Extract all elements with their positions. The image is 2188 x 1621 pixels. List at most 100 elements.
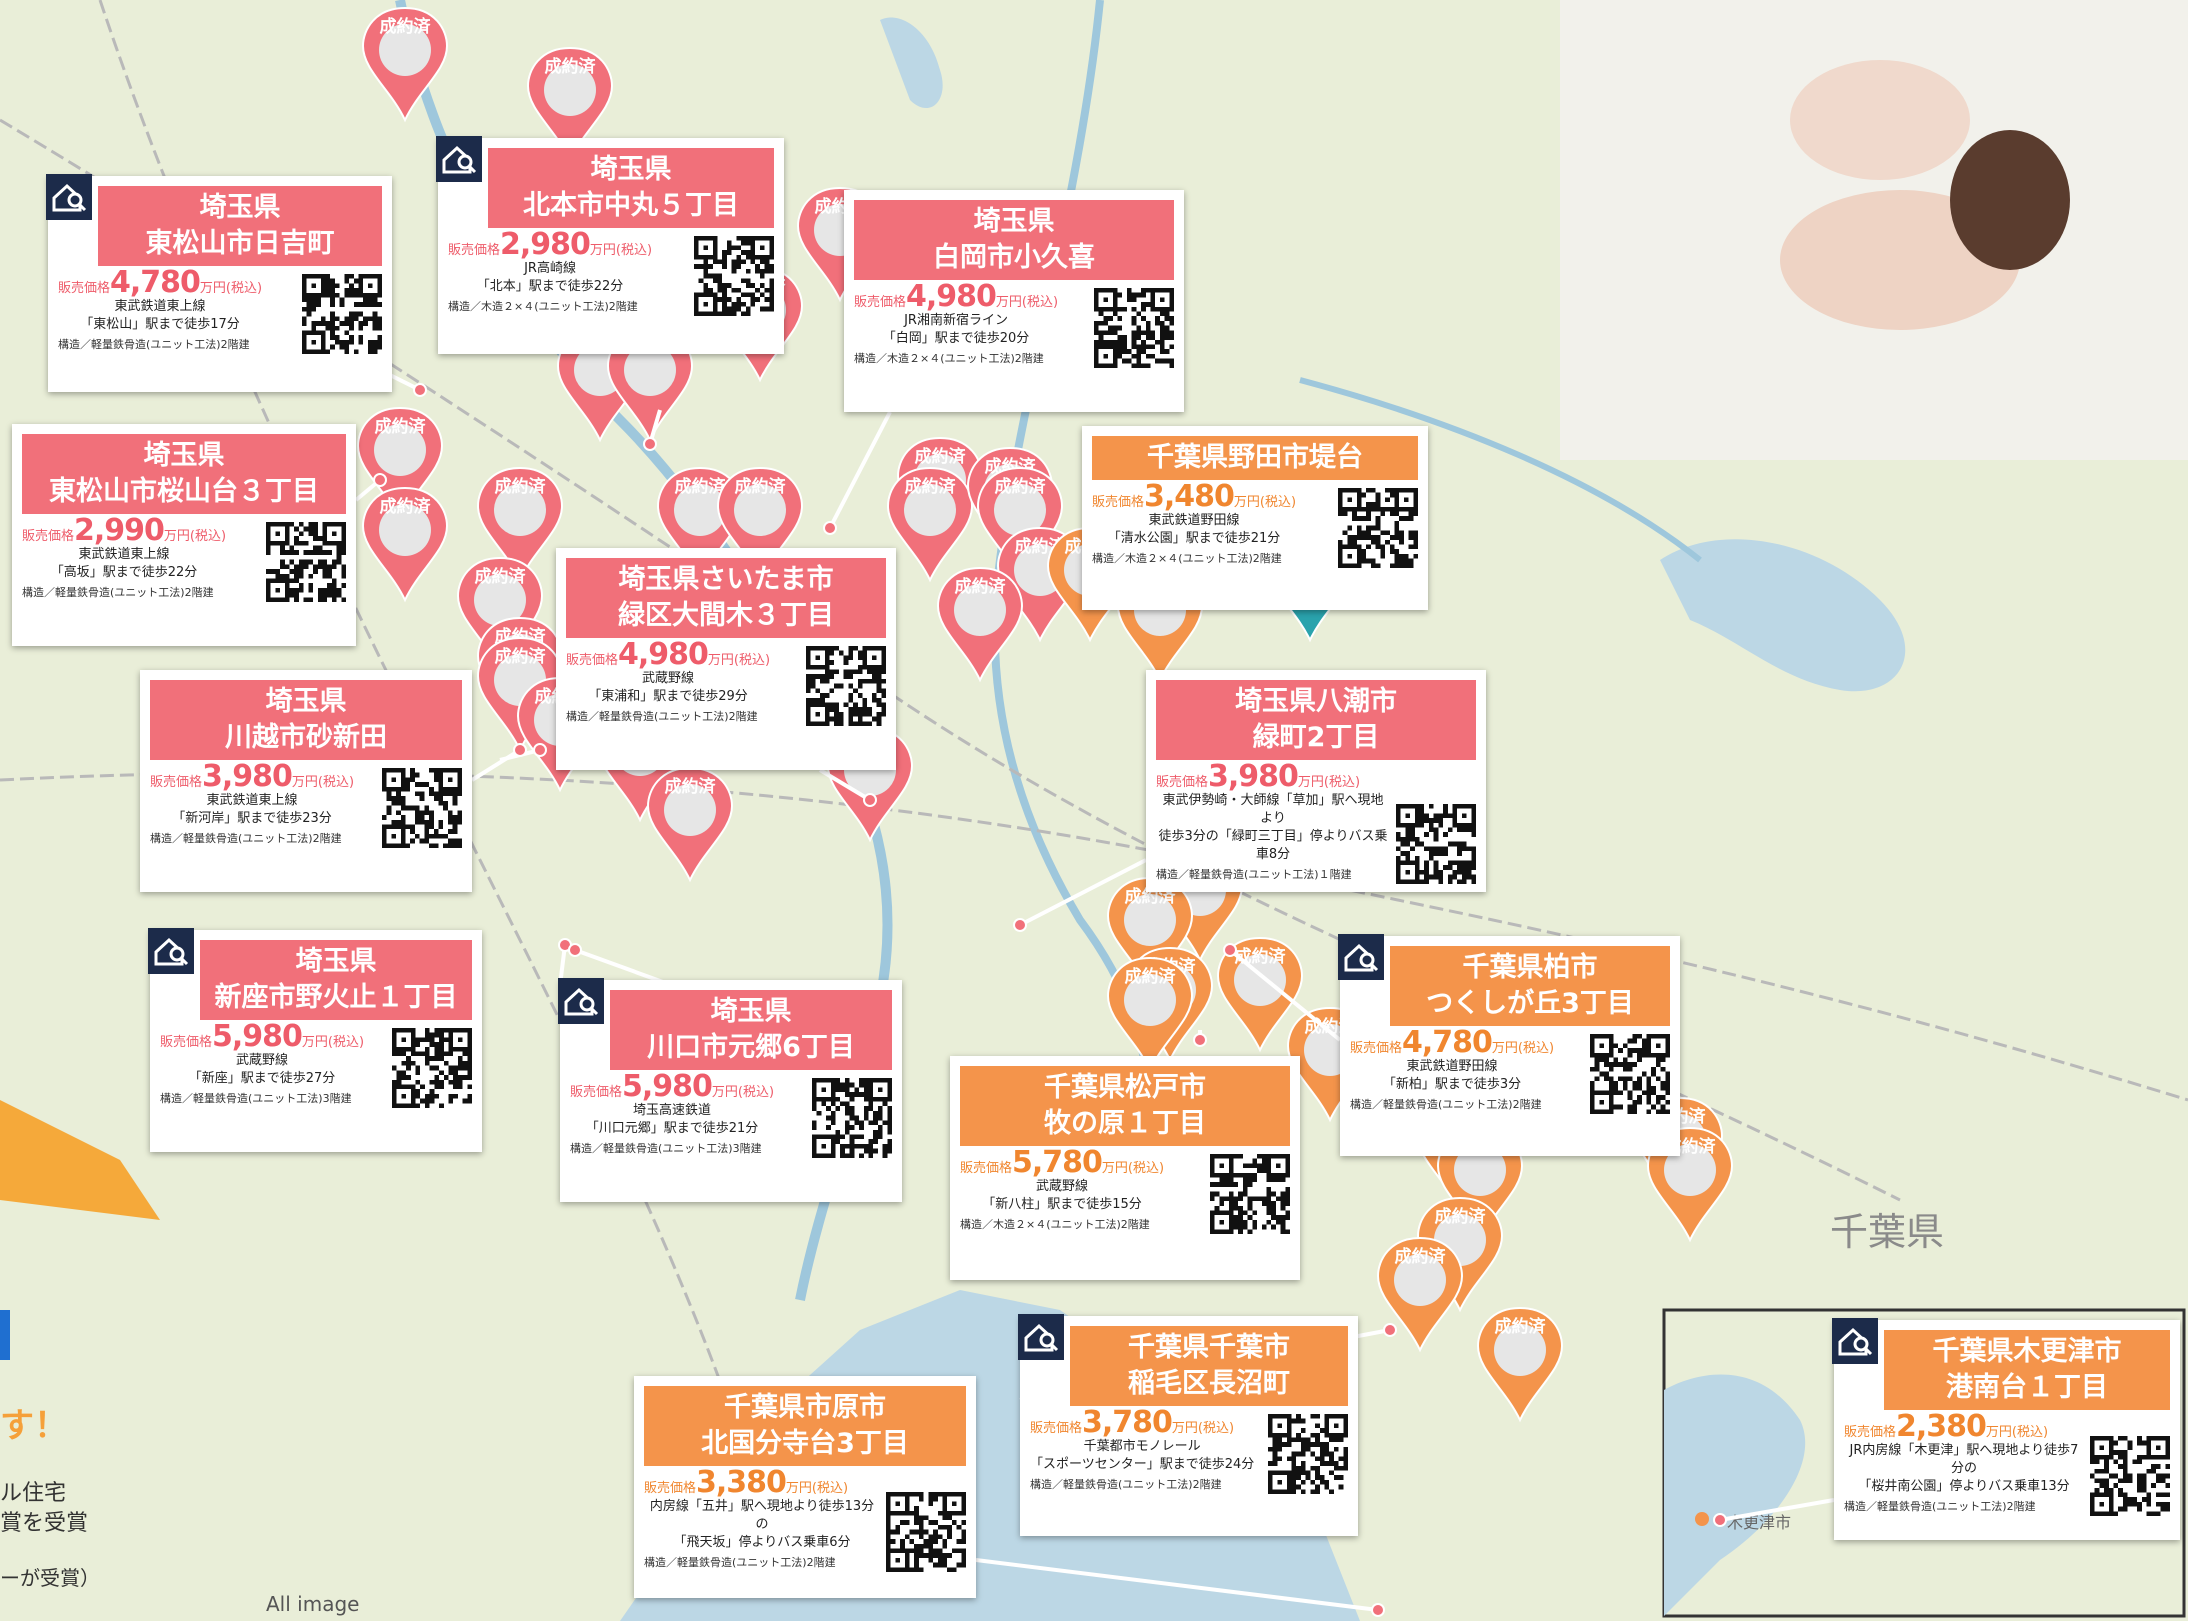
property-structure: 構造／木造２×４(ユニット工法)2階建 — [448, 300, 638, 313]
property-card-chiba-naganuma[interactable]: 千葉県千葉市 稲毛区長沼町 販売価格3,780万円(税込) 千葉都市モノレール … — [1018, 1314, 1358, 1536]
property-card-kisarazu-konandai[interactable]: 千葉県木更津市 港南台１丁目 販売価格2,380万円(税込) JR内房線「木更津… — [1832, 1318, 2180, 1540]
property-card-kashiwa-tsukushigaoka[interactable]: 千葉県柏市 つくしが丘3丁目 販売価格4,780万円(税込) 東武鉄道野田線 「… — [1338, 934, 1680, 1156]
leader-line — [975, 1558, 1379, 1612]
sold-pin-label: 成約済 — [375, 416, 427, 437]
property-access: 武蔵野線 「新座」駅まで徒歩27分 — [188, 1053, 336, 1086]
sold-pin-marker[interactable]: 成約済 — [936, 566, 1024, 683]
property-title: 千葉県柏市 つくしが丘3丁目 — [1390, 946, 1670, 1026]
river — [1299, 377, 1702, 563]
property-card-saitama-omagi[interactable]: 埼玉県さいたま市 緑区大間木３丁目 販売価格4,980万円(税込) 武蔵野線 「… — [556, 548, 896, 770]
location-dot — [1713, 1513, 1727, 1527]
property-price: 販売価格4,780万円(税込) — [58, 265, 263, 300]
property-price: 販売価格2,380万円(税込) — [1844, 1409, 2049, 1444]
house-search-icon — [1832, 1318, 1878, 1364]
house-search-icon — [46, 174, 92, 220]
property-card-noda-tsutsumidai[interactable]: 千葉県野田市堤台 販売価格3,480万円(税込) 東武鉄道野田線 「清水公園」駅… — [1082, 426, 1428, 610]
qr-code — [392, 1028, 472, 1108]
property-card-kawagoe-sunashinden[interactable]: 埼玉県 川越市砂新田 販売価格3,980万円(税込) 東武鉄道東上線 「新河岸」… — [140, 670, 472, 892]
property-card-ichihara-kitakokubunjidai[interactable]: 千葉県市原市 北国分寺台3丁目 販売価格3,380万円(税込) 内房線「五井」駅… — [634, 1376, 976, 1598]
property-access: 東武鉄道野田線 「新柏」駅まで徒歩3分 — [1382, 1059, 1522, 1092]
property-card-kawaguchi-motogo[interactable]: 埼玉県 川口市元郷6丁目 販売価格5,980万円(税込) 埼玉高速鉄道 「川口元… — [558, 978, 902, 1202]
property-title: 千葉県野田市堤台 — [1092, 436, 1418, 480]
property-card-matsudo-makinohara[interactable]: 千葉県松戸市 牧の原１丁目 販売価格5,780万円(税込) 武蔵野線 「新八柱」… — [950, 1056, 1300, 1280]
property-price: 販売価格2,990万円(税込) — [22, 513, 227, 548]
sold-pin-label: 成約済 — [1235, 946, 1287, 967]
property-price: 販売価格3,480万円(税込) — [1092, 479, 1297, 514]
qr-code — [1396, 804, 1476, 884]
sold-pin-marker[interactable]: 成約済 — [361, 6, 449, 123]
property-price: 販売価格3,380万円(税込) — [644, 1465, 849, 1500]
sold-pin-marker[interactable]: 成約済 — [356, 406, 444, 523]
qr-code — [1338, 488, 1418, 568]
qr-code — [302, 274, 382, 354]
property-structure: 構造／軽量鉄骨造(ユニット工法)2階建 — [58, 338, 250, 351]
prefecture-label: 千葉県 — [1830, 1210, 1944, 1254]
property-card-higashimatsuyama-hiyoshi[interactable]: 埼玉県 東松山市日吉町 販売価格4,780万円(税込) 東武鉄道東上線 「東松山… — [46, 174, 392, 392]
qr-code — [1210, 1154, 1290, 1234]
property-structure: 構造／軽量鉄骨造(ユニット工法)2階建 — [566, 710, 758, 723]
house-search-icon — [148, 928, 194, 974]
location-dot — [823, 521, 837, 535]
qr-code — [1590, 1034, 1670, 1114]
property-access: 武蔵野線 「東浦和」駅まで徒歩29分 — [588, 671, 748, 704]
qr-code — [266, 522, 346, 602]
property-structure: 構造／軽量鉄骨造(ユニット工法)2階建 — [1844, 1500, 2036, 1513]
sold-pin-marker[interactable]: 成約済 — [886, 466, 974, 583]
qr-code — [694, 236, 774, 316]
house-search-icon — [558, 978, 604, 1024]
sold-pin-marker[interactable]: 成約済 — [456, 556, 544, 673]
sold-pin-marker[interactable]: 成約済 — [476, 466, 564, 583]
house-search-icon — [1018, 1314, 1064, 1360]
blue-tab — [0, 1310, 10, 1360]
leader-line — [818, 768, 872, 802]
location-dot — [373, 473, 387, 487]
sold-pin-label: 成約済 — [380, 16, 432, 37]
location-dot — [1223, 943, 1237, 957]
leader-line — [828, 411, 892, 529]
sold-pin-marker[interactable]: 成約済 — [1646, 1126, 1734, 1243]
sold-pin-marker[interactable]: 成約済 — [1216, 936, 1304, 1053]
sold-pin-marker[interactable]: 成約済 — [361, 486, 449, 603]
property-card-yashio-midoricho[interactable]: 埼玉県八潮市 緑町2丁目 販売価格3,980万円(税込) 東武伊勢崎・大師線「草… — [1146, 670, 1486, 892]
property-title: 埼玉県さいたま市 緑区大間木３丁目 — [566, 558, 886, 638]
sold-pin-label: 成約済 — [1395, 1246, 1447, 1267]
location-dot — [533, 743, 547, 757]
location-dot — [863, 793, 877, 807]
property-price: 販売価格5,780万円(税込) — [960, 1145, 1165, 1180]
property-title: 千葉県松戸市 牧の原１丁目 — [960, 1066, 1290, 1146]
sold-pin-marker[interactable]: 成約済 — [646, 766, 734, 883]
qr-code — [1094, 288, 1174, 368]
sold-pin-label: 成約済 — [915, 446, 967, 467]
property-card-kitamoto-nakamaru[interactable]: 埼玉県 北本市中丸５丁目 販売価格2,980万円(税込) JR高崎線 「北本」駅… — [436, 136, 784, 354]
property-title: 埼玉県 川口市元郷6丁目 — [610, 990, 892, 1070]
sold-pin-marker[interactable]: 成約済 — [1476, 1306, 1564, 1423]
sold-pin-label: 成約済 — [495, 476, 547, 497]
location-dot — [413, 383, 427, 397]
property-structure: 構造／軽量鉄骨造(ユニット工法)3階建 — [570, 1142, 762, 1155]
sold-pin-marker[interactable]: 成約済 — [1106, 876, 1194, 993]
property-card-niiza-nobidome[interactable]: 埼玉県 新座市野火止１丁目 販売価格5,980万円(税込) 武蔵野線 「新座」駅… — [148, 928, 482, 1152]
sold-pin-marker[interactable]: 成約済 — [1376, 1236, 1464, 1353]
sold-pin-marker[interactable]: 成約済 — [1106, 956, 1194, 1073]
property-structure: 構造／木造２×４(ユニット工法)2階建 — [1092, 552, 1282, 565]
sold-pin-label: 成約済 — [665, 776, 717, 797]
property-price: 販売価格4,780万円(税込) — [1350, 1025, 1555, 1060]
property-price: 販売価格3,780万円(税込) — [1030, 1405, 1235, 1440]
property-structure: 構造／軽量鉄骨造(ユニット工法)2階建 — [22, 586, 214, 599]
sold-pin-marker[interactable]: 成約済 — [976, 466, 1064, 583]
lake-water — [1660, 539, 1906, 692]
property-title: 埼玉県 川越市砂新田 — [150, 680, 462, 760]
family-photo — [1560, 0, 2188, 460]
sold-pin-marker[interactable]: 成約済 — [526, 46, 614, 163]
property-card-higashimatsuyama-sakurayamadai[interactable]: 埼玉県 東松山市桜山台３丁目 販売価格2,990万円(税込) 東武鉄道東上線 「… — [12, 424, 356, 646]
property-access: 武蔵野線 「新八柱」駅まで徒歩15分 — [982, 1179, 1142, 1212]
qr-code — [886, 1492, 966, 1572]
sold-pin-label: 成約済 — [545, 56, 597, 77]
property-card-shiraoka-kokuki[interactable]: 埼玉県 白岡市小久喜 販売価格4,980万円(税込) JR湘南新宿ライン 「白岡… — [844, 190, 1184, 412]
property-price: 販売価格2,980万円(税込) — [448, 227, 653, 262]
property-access: JR湘南新宿ライン 「白岡」駅まで徒歩20分 — [882, 313, 1030, 346]
property-access: 千葉都市モノレール 「スポーツセンター」駅まで徒歩24分 — [1030, 1439, 1255, 1472]
location-dot — [1371, 1603, 1385, 1617]
sold-pin-label: 成約済 — [1495, 1316, 1547, 1337]
leader-line — [1719, 1498, 1835, 1522]
